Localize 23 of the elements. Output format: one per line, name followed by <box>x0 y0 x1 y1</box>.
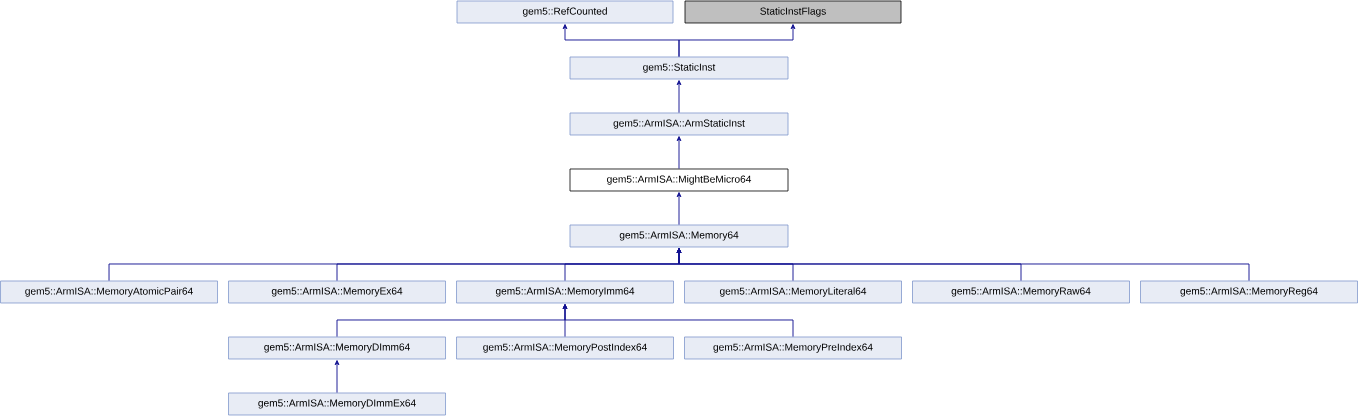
class-box: gem5::ArmISA::MightBeMicro64 <box>569 168 789 192</box>
class-box: gem5::ArmISA::MemoryAtomicPair64 <box>0 280 218 304</box>
class-box: gem5::ArmISA::MemoryPostIndex64 <box>456 336 674 360</box>
inheritance-arrow <box>678 24 796 58</box>
inheritance-arrow <box>676 80 682 114</box>
class-box: gem5::ArmISA::MemoryPreIndex64 <box>684 336 902 360</box>
class-box: gem5::ArmISA::MemoryRaw64 <box>912 280 1130 304</box>
inheritance-arrow <box>676 192 682 226</box>
class-box: gem5::ArmISA::MemoryDImmEx64 <box>228 392 446 416</box>
class-box: gem5::RefCounted <box>456 0 674 24</box>
class-box: gem5::ArmISA::MemoryEx64 <box>228 280 446 304</box>
class-box: gem5::ArmISA::ArmStaticInst <box>569 112 789 136</box>
class-box: gem5::ArmISA::Memory64 <box>569 224 789 248</box>
class-box: gem5::ArmISA::MemoryDImm64 <box>228 336 446 360</box>
inheritance-arrow <box>676 248 1250 282</box>
inheritance-arrow <box>562 304 794 338</box>
class-box: gem5::ArmISA::MemoryLiteral64 <box>684 280 902 304</box>
inheritance-arrow <box>334 360 340 394</box>
class-box: gem5::ArmISA::MemoryReg64 <box>1140 280 1358 304</box>
class-box: gem5::StaticInst <box>569 56 789 80</box>
class-box: StaticInstFlags <box>684 0 902 24</box>
inheritance-arrow <box>676 136 682 170</box>
class-box: gem5::ArmISA::MemoryImm64 <box>456 280 674 304</box>
